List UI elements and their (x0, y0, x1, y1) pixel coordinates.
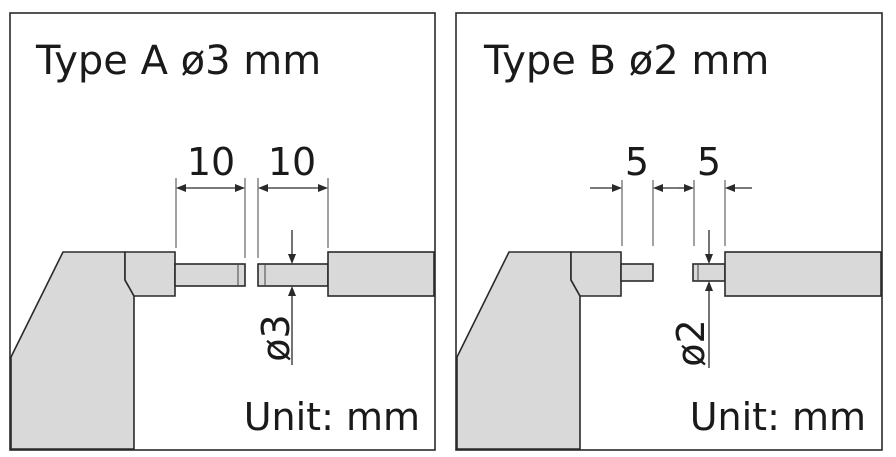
panel-b-dim-left-label: 5 (625, 140, 649, 184)
panel-a-title: Type A ø3 mm (35, 38, 321, 84)
panel-a-spindle (327, 251, 435, 297)
panel-type-a: Type A ø3 mm 10 10 ø3 Unit: mm (9, 12, 436, 451)
arrowhead-icon (725, 184, 735, 192)
panel-a-diameter-label: ø3 (254, 314, 298, 361)
panel-b-anvil-holder (570, 251, 622, 297)
arrowhead-icon (612, 184, 622, 192)
arrowhead-icon (684, 184, 694, 192)
arrowhead-icon (288, 254, 296, 264)
panel-a-anvil-tip (174, 263, 246, 287)
arrowhead-icon (318, 184, 328, 192)
arrowhead-icon (235, 184, 245, 192)
panel-a-anvil-holder (124, 251, 176, 297)
panel-b-spindle (724, 251, 882, 297)
panel-a-dim-left-label: 10 (187, 140, 235, 184)
panel-a-spindle-tip (257, 263, 329, 287)
arrowhead-icon (288, 286, 296, 296)
arrowhead-icon (705, 254, 713, 264)
panel-type-b: Type B ø2 mm 5 5 ø2 Unit: mm (455, 12, 883, 451)
panel-a-dim-right-label: 10 (268, 140, 316, 184)
panel-b-title: Type B ø2 mm (483, 38, 769, 84)
arrowhead-icon (176, 184, 186, 192)
arrowhead-icon (705, 281, 713, 291)
panel-b-diameter-label: ø2 (669, 319, 713, 366)
panel-b-anvil-tip (620, 263, 654, 282)
arrowhead-icon (258, 184, 268, 192)
panel-b-dim-right-label: 5 (697, 140, 721, 184)
panel-a-unit-label: Unit: mm (244, 395, 420, 439)
arrowhead-icon (653, 184, 663, 192)
panel-b-unit-label: Unit: mm (690, 395, 866, 439)
